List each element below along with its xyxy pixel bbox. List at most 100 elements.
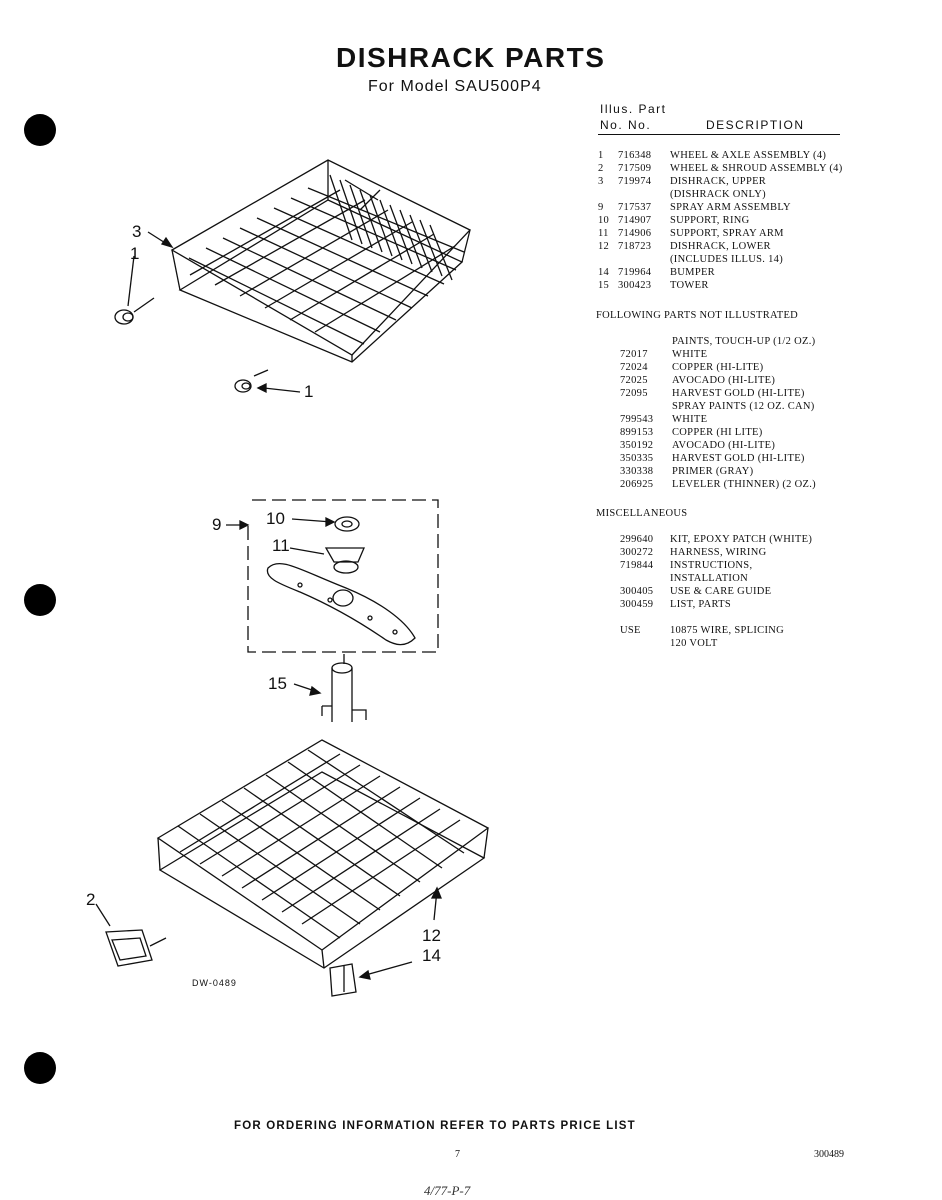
header-rule (598, 134, 840, 135)
part-number: 72017 (620, 349, 648, 360)
document-number: 300489 (814, 1149, 844, 1160)
part-description: AVOCADO (HI-LITE) (672, 440, 776, 451)
part-number: USE (620, 625, 641, 636)
part-description: BUMPER (670, 267, 715, 278)
part-number: 717509 (618, 163, 652, 174)
page-number: 7 (455, 1149, 460, 1160)
part-number: 350192 (620, 440, 654, 451)
illus-number: 1 (598, 150, 604, 161)
part-number: 719974 (618, 176, 652, 187)
part-number: 718723 (618, 241, 652, 252)
part-description: AVOCADO (HI-LITE) (672, 375, 776, 386)
column-header-illus-part: Illus. Part (600, 102, 667, 116)
part-description: WHEEL & SHROUD ASSEMBLY (4) (670, 163, 843, 174)
part-number: 714907 (618, 215, 652, 226)
part-description: INSTALLATION (670, 573, 748, 584)
part-description: KIT, EPOXY PATCH (WHITE) (670, 534, 813, 545)
model-subtitle: For Model SAU500P4 (368, 78, 542, 95)
parts-list: 1 716348 WHEEL & AXLE ASSEMBLY (4) 2 717509… (598, 150, 898, 300)
illus-number: 11 (598, 228, 609, 239)
not-illustrated-section: FOLLOWING PARTS NOT ILLUSTRATED PAINTS, … (596, 310, 916, 500)
part-description: SPRAY PAINTS (12 OZ. CAN) (672, 401, 815, 412)
binder-hole-bottom (24, 1052, 56, 1084)
part-number: 300405 (620, 586, 654, 597)
illus-number: 10 (598, 215, 610, 226)
ordering-info: FOR ORDERING INFORMATION REFER TO PARTS … (234, 1120, 636, 1132)
part-description: LIST, PARTS (670, 599, 732, 610)
part-description: SUPPORT, RING (670, 215, 750, 226)
binder-hole-top (24, 114, 56, 146)
part-number: 300272 (620, 547, 654, 558)
part-description: WHITE (672, 414, 708, 425)
wheel-axle-drawing-lower (234, 369, 301, 394)
callout-15: 15 (268, 674, 287, 693)
callout-3: 3 (132, 222, 142, 241)
part-number: 330338 (620, 466, 654, 477)
part-description: TOWER (670, 280, 709, 291)
drawing-number: DW-0489 (192, 978, 237, 988)
part-number: 350335 (620, 453, 654, 464)
upper-dishrack-drawing (170, 159, 472, 363)
not-illustrated-heading: FOLLOWING PARTS NOT ILLUSTRATED (596, 310, 799, 321)
callout-2: 2 (86, 890, 96, 909)
illus-number: 2 (598, 163, 604, 174)
part-description: (DISHRACK ONLY) (670, 189, 766, 200)
part-number: 206925 (620, 479, 654, 490)
illus-number: 3 (598, 176, 604, 187)
part-number: 899153 (620, 427, 654, 438)
illus-number: 15 (598, 280, 610, 291)
part-number: 719964 (618, 267, 652, 278)
part-description: (INCLUDES ILLUS. 14) (670, 254, 784, 265)
part-description: WHITE (672, 349, 708, 360)
part-number: 299640 (620, 534, 654, 545)
part-number: 72095 (620, 388, 648, 399)
page-title: DISHRACK PARTS (336, 42, 606, 73)
part-description: COPPER (HI LITE) (672, 427, 763, 438)
part-description: HARVEST GOLD (HI-LITE) (672, 388, 805, 399)
spray-arm-box-drawing (226, 499, 439, 653)
part-description: DISHRACK, LOWER (670, 241, 771, 252)
miscellaneous-section: MISCELLANEOUS 299640 KIT, EPOXY PATCH (WH… (596, 508, 916, 658)
miscellaneous-heading: MISCELLANEOUS (596, 508, 688, 519)
part-number: 719844 (620, 560, 654, 571)
illus-number: 12 (598, 241, 610, 252)
part-description: PAINTS, TOUCH-UP (1/2 OZ.) (672, 336, 816, 347)
part-description: WHEEL & AXLE ASSEMBLY (4) (670, 150, 827, 161)
illus-number: 9 (598, 202, 604, 213)
callout-14: 14 (422, 946, 441, 965)
column-header-description: DESCRIPTION (706, 118, 805, 132)
part-description: INSTRUCTIONS, (670, 560, 753, 571)
part-description: LEVELER (THINNER) (2 OZ.) (672, 479, 816, 490)
part-description: HARNESS, WIRING (670, 547, 767, 558)
part-number: 300423 (618, 280, 652, 291)
part-number: 300459 (620, 599, 654, 610)
callout-9: 9 (212, 515, 222, 534)
part-number: 72024 (620, 362, 648, 373)
callout-10: 10 (266, 509, 285, 528)
part-description: PRIMER (GRAY) (672, 466, 754, 477)
handwritten-note: 4/77-P-7 (424, 1183, 471, 1198)
part-number: 799543 (620, 414, 654, 425)
binder-hole-middle (24, 584, 56, 616)
part-description: SPRAY ARM ASSEMBLY (670, 202, 791, 213)
part-description: USE & CARE GUIDE (670, 586, 772, 597)
bumper-drawing (329, 961, 413, 997)
callout-11: 11 (272, 536, 290, 555)
part-number: 717537 (618, 202, 652, 213)
callout-1-lower: 1 (304, 382, 314, 401)
part-description: SUPPORT, SPRAY ARM (670, 228, 784, 239)
illus-number: 14 (598, 267, 610, 278)
part-description: COPPER (HI-LITE) (672, 362, 764, 373)
part-description: 10875 WIRE, SPLICING (670, 625, 785, 636)
part-description: 120 VOLT (670, 638, 718, 649)
lower-dishrack-drawing (156, 739, 490, 969)
part-number: 716348 (618, 150, 652, 161)
wheel-axle-drawing-upper (114, 297, 155, 325)
callout-12: 12 (422, 926, 441, 945)
callout-1-upper: 1 (130, 244, 140, 263)
tower-drawing (293, 654, 367, 722)
part-number: 714906 (618, 228, 652, 239)
column-header-no-no: No. No. (600, 118, 652, 132)
part-description: DISHRACK, UPPER (670, 176, 767, 187)
